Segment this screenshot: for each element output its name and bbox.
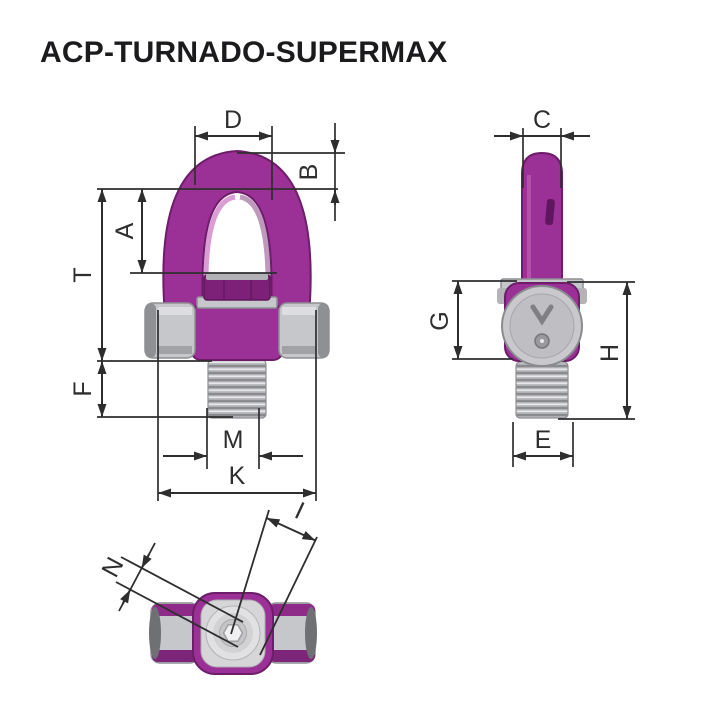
bottom-view	[149, 592, 317, 675]
swivel-disc-icon	[501, 285, 583, 367]
dim-f: F	[69, 361, 233, 418]
dim-label-g: G	[426, 311, 454, 330]
dim-label-n: N	[96, 553, 129, 582]
dim-label-i: I	[291, 497, 309, 525]
dim-label-h: H	[596, 344, 624, 362]
dim-label-b: B	[295, 164, 323, 181]
dim-a: A	[111, 189, 277, 274]
front-bow-icon	[162, 149, 312, 317]
front-view	[144, 149, 330, 419]
side-dimensions: C G H E	[426, 106, 635, 467]
dim-m: M	[163, 408, 303, 469]
dim-g: G	[426, 280, 517, 360]
dim-c: C	[494, 106, 590, 188]
dim-label-d: D	[224, 106, 242, 134]
dim-k: K	[157, 310, 317, 501]
bottom-nut-icon	[200, 599, 266, 668]
dim-h: H	[558, 281, 635, 420]
dim-label-f: F	[69, 381, 97, 396]
dim-label-t: T	[69, 267, 97, 282]
front-hex-cap-icon	[203, 273, 271, 301]
dim-label-a: A	[111, 222, 139, 239]
hex-socket-icon	[222, 624, 244, 642]
bottom-right-bushing-icon	[266, 602, 317, 664]
dim-label-c: C	[533, 106, 551, 134]
side-view	[497, 151, 587, 419]
front-body-icon	[190, 304, 284, 361]
dim-label-m: M	[223, 426, 244, 454]
dim-b: B	[237, 123, 345, 221]
front-left-bushing-icon	[144, 302, 196, 359]
dim-label-e: E	[535, 426, 552, 454]
forging-mark-icon	[545, 198, 555, 226]
front-dimensions: D B T A F	[69, 106, 345, 501]
front-right-bushing-icon	[278, 302, 330, 359]
page-title: ACP-TURNADO-SUPERMAX	[40, 36, 448, 69]
dim-d: D	[194, 106, 273, 200]
dim-t: T	[69, 189, 212, 362]
bottom-left-bushing-icon	[149, 602, 200, 664]
dim-e: E	[512, 422, 574, 467]
dim-label-k: K	[229, 462, 246, 490]
